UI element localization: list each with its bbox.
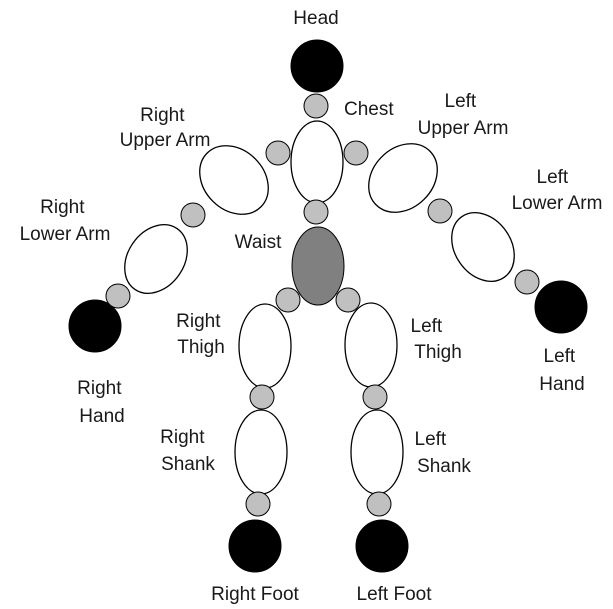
right-knee-joint: [249, 384, 275, 410]
label-left-thigh-line2: Thigh: [414, 342, 462, 363]
label-right-hand-line1: Right: [77, 378, 122, 399]
right-hip-joint: [275, 287, 301, 313]
left-knee-joint: [362, 384, 388, 410]
label-right-upper-arm-line2: Upper Arm: [120, 130, 211, 151]
label-right-lower-arm-line2: Lower Arm: [20, 224, 111, 245]
label-right-shank: Right Shank: [160, 427, 215, 475]
label-right-lower-arm-line1: Right: [40, 197, 85, 218]
label-left-lower-arm-line2: Lower Arm: [512, 193, 603, 214]
label-right-thigh-line1: Right: [176, 311, 221, 332]
right-foot-node: [228, 519, 282, 573]
label-head: Head: [293, 8, 338, 29]
head-node: [290, 39, 344, 93]
left-ankle-joint: [366, 491, 392, 517]
left-upper-arm-segment: [368, 143, 438, 213]
label-left-shank-line1: Left: [415, 429, 447, 450]
label-left-shank-line2: Shank: [417, 456, 471, 477]
left-foot-node: [355, 519, 409, 573]
label-left-hand-line2: Hand: [539, 374, 584, 395]
label-right-hand-line2: Hand: [79, 406, 124, 427]
left-shank-segment: [350, 409, 404, 495]
left-hip-joint: [335, 287, 361, 313]
label-right-shank-line2: Shank: [161, 454, 215, 475]
label-right-shank-line1: Right: [160, 427, 205, 448]
label-left-upper-arm-line2: Upper Arm: [418, 118, 509, 139]
label-left-thigh-line1: Left: [411, 316, 443, 337]
label-waist: Waist: [235, 232, 283, 253]
label-right-thigh-line2: Thigh: [177, 337, 225, 358]
left-thigh-segment: [344, 302, 398, 388]
left-hand-node: [534, 280, 588, 334]
label-left-upper-arm-line1: Left: [445, 91, 477, 112]
right-elbow-joint: [180, 202, 206, 228]
waist-segment: [291, 226, 345, 306]
left-shoulder-joint: [343, 140, 369, 166]
right-thigh-segment: [238, 303, 292, 389]
chest-segment: [290, 120, 344, 204]
right-wrist-joint: [105, 283, 131, 309]
left-lower-arm-segment: [451, 212, 515, 282]
left-wrist-joint: [514, 269, 540, 295]
label-right-hand: Right Hand: [77, 378, 127, 427]
right-upper-arm-segment: [199, 145, 269, 215]
label-left-hand-line1: Left: [544, 346, 576, 367]
label-right-thigh: Right Thigh: [176, 311, 226, 358]
right-shank-segment: [234, 409, 288, 495]
right-ankle-joint: [245, 491, 271, 517]
right-shoulder-joint: [265, 140, 291, 166]
label-left-foot: Left Foot: [357, 584, 433, 605]
label-right-lower-arm: Right Lower Arm: [20, 197, 111, 245]
label-right-upper-arm: Right Upper Arm: [120, 105, 211, 151]
label-left-upper-arm: Left Upper Arm: [418, 91, 509, 139]
right-lower-arm-segment: [124, 224, 188, 294]
left-elbow-joint: [427, 198, 453, 224]
right-hand-node: [68, 299, 122, 353]
label-left-lower-arm-line1: Left: [537, 167, 569, 188]
label-left-thigh: Left Thigh: [411, 316, 462, 363]
label-right-upper-arm-line1: Right: [140, 105, 185, 126]
label-left-shank: Left Shank: [415, 429, 472, 477]
label-left-lower-arm: Left Lower Arm: [512, 167, 603, 214]
label-chest: Chest: [344, 99, 394, 120]
waist-joint: [303, 199, 329, 225]
neck-joint: [303, 93, 329, 119]
label-left-hand: Left Hand: [539, 346, 584, 395]
label-right-foot: Right Foot: [211, 584, 299, 605]
